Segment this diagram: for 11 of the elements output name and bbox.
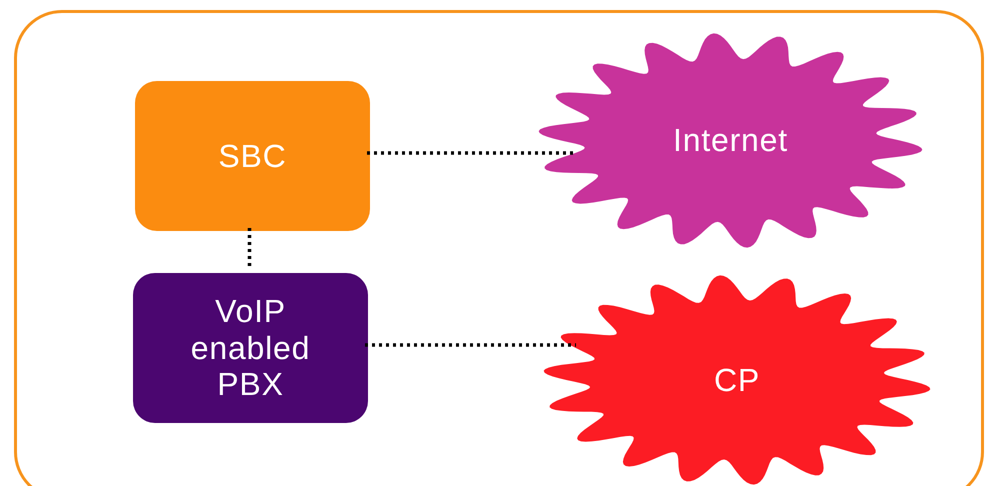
cloud-shape [543,275,931,485]
node-label: VoIP enabled PBX [190,292,312,404]
node-label: SBC [218,138,287,174]
process-box [135,81,370,231]
node-label: Internet [673,122,788,159]
dotted-connector [367,151,573,155]
dotted-connector [365,343,576,347]
process-box [133,273,368,423]
group-frame [14,10,984,486]
cloud-shape [538,33,923,248]
node-label: CP [714,362,760,398]
